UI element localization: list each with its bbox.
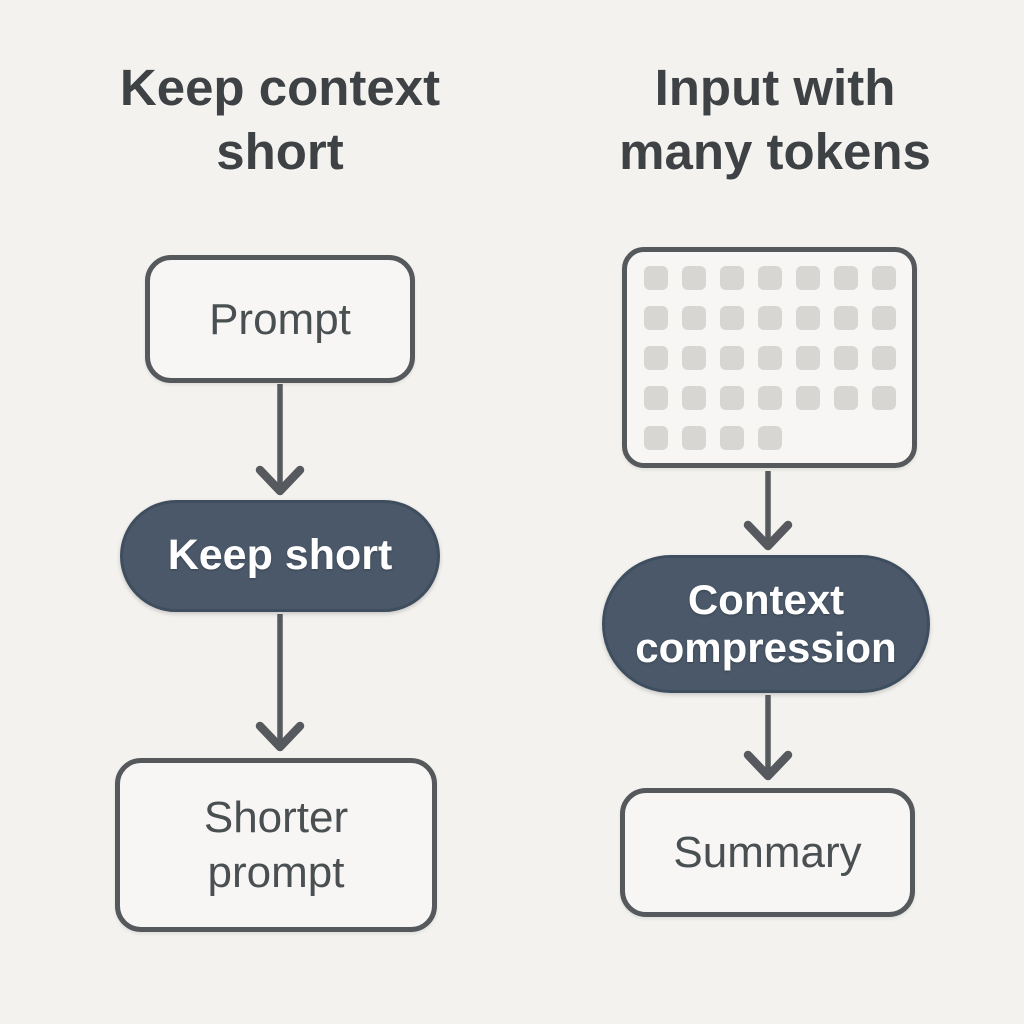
token-square bbox=[681, 425, 706, 450]
token-square bbox=[757, 305, 782, 330]
summary-box: Summary bbox=[620, 788, 915, 917]
left-title-line2: short bbox=[216, 123, 344, 181]
left-column-title: Keep context short bbox=[88, 56, 472, 185]
right-title-line1: Input with bbox=[654, 59, 896, 116]
left-title-line1: Keep context bbox=[119, 59, 441, 116]
arrow-down-icon bbox=[255, 614, 305, 752]
context-compression-line1: Context bbox=[687, 575, 845, 623]
context-compression-line2: compression bbox=[635, 624, 897, 671]
token-empty-cell bbox=[796, 426, 820, 450]
token-square bbox=[871, 265, 896, 290]
token-square bbox=[871, 345, 896, 370]
token-square bbox=[757, 385, 782, 410]
arrow-down-icon bbox=[255, 384, 305, 496]
token-square bbox=[795, 305, 820, 330]
keep-short-pill: Keep short bbox=[120, 500, 440, 612]
token-square bbox=[681, 385, 706, 410]
right-title-line2: many tokens bbox=[619, 123, 931, 181]
token-input-box bbox=[622, 247, 917, 468]
token-square bbox=[871, 305, 896, 330]
shorter-prompt-line1: Shorter bbox=[203, 793, 349, 842]
token-square bbox=[681, 305, 706, 330]
shorter-prompt-line2: prompt bbox=[207, 848, 345, 897]
token-square bbox=[719, 305, 744, 330]
token-square bbox=[833, 265, 858, 290]
prompt-box-label: Prompt bbox=[209, 294, 351, 344]
token-empty-cell bbox=[872, 426, 896, 450]
token-square bbox=[795, 385, 820, 410]
token-square bbox=[719, 345, 744, 370]
token-square bbox=[643, 385, 668, 410]
keep-short-pill-label: Keep short bbox=[167, 531, 393, 580]
token-square bbox=[833, 385, 858, 410]
token-square bbox=[871, 385, 896, 410]
token-square bbox=[681, 345, 706, 370]
prompt-box: Prompt bbox=[145, 255, 415, 383]
token-square bbox=[643, 265, 668, 290]
context-compression-pill: Context compression bbox=[602, 555, 930, 693]
token-square bbox=[719, 385, 744, 410]
token-square bbox=[757, 265, 782, 290]
token-grid bbox=[643, 265, 896, 450]
token-square bbox=[833, 345, 858, 370]
token-square bbox=[643, 345, 668, 370]
token-square bbox=[795, 265, 820, 290]
shorter-prompt-box: Shorter prompt bbox=[115, 758, 437, 932]
arrow-down-icon bbox=[743, 695, 793, 781]
token-square bbox=[795, 345, 820, 370]
arrow-down-icon bbox=[743, 471, 793, 551]
token-square bbox=[719, 425, 744, 450]
token-square bbox=[757, 345, 782, 370]
token-empty-cell bbox=[834, 426, 858, 450]
right-column-title: Input with many tokens bbox=[583, 56, 967, 185]
token-square bbox=[833, 305, 858, 330]
token-square bbox=[681, 265, 706, 290]
token-square bbox=[643, 425, 668, 450]
token-square bbox=[719, 265, 744, 290]
token-square bbox=[757, 425, 782, 450]
summary-box-label: Summary bbox=[673, 828, 862, 877]
token-square bbox=[643, 305, 668, 330]
